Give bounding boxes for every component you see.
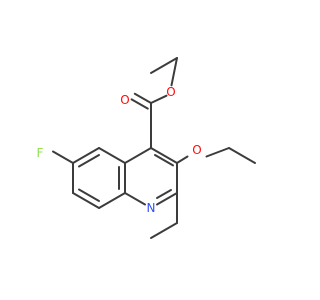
bond-carbonyl-double-1 — [133, 92, 152, 104]
bond-c5-c6 — [72, 147, 100, 164]
bond-carbonyl-double-2 — [130, 98, 149, 110]
bond-c4a-c4 — [124, 147, 152, 164]
atom-label-fluorine: F — [37, 146, 44, 160]
molecule-structure: O O O F N — [37, 57, 256, 239]
bond-c4a-c5 — [98, 147, 126, 164]
bond-c4-c3 — [150, 147, 178, 164]
atom-label-ethoxy-o: O — [192, 143, 201, 157]
bond-c4-c3-inner — [154, 154, 174, 167]
bond-ethyl-ch2-ch3 — [150, 222, 178, 239]
bond-ester-ch2-o — [170, 57, 178, 87]
bond-ethoxy-o-ch2 — [205, 147, 230, 158]
bond-c2-n-inner — [156, 189, 172, 199]
bond-c7-c8-inner — [78, 188, 100, 202]
bond-ethoxy-ch2-ch3 — [228, 147, 256, 164]
bond-ester-ch3-ch2 — [150, 57, 178, 74]
atom-label-carbonyl-o: O — [120, 93, 129, 107]
bond-c2-n — [156, 192, 178, 206]
bond-c5-c6-inner — [78, 154, 100, 168]
bond-c8-c8a — [98, 192, 126, 209]
bond-c6-f — [52, 150, 74, 164]
bond-ester-o-carbonyl — [150, 94, 168, 104]
atom-labels: O O O F N — [37, 85, 202, 215]
bond-c3-o — [176, 155, 189, 164]
atom-label-ester-o: O — [166, 85, 175, 99]
atom-label-nitrogen: N — [147, 201, 156, 215]
bond-c7-c8 — [72, 192, 100, 209]
bond-n-c8a — [124, 192, 146, 206]
bond-lines — [52, 57, 256, 239]
